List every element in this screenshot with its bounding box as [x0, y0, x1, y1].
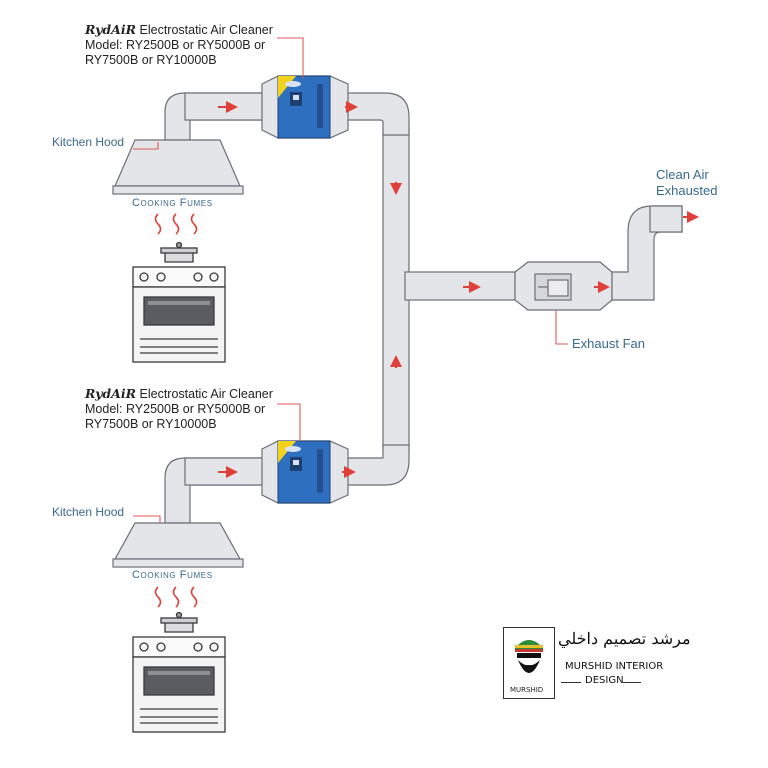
bottom-hood-label: Kitchen Hood: [52, 505, 125, 519]
exhaust-fan: [534, 273, 572, 301]
bottom-cleaner-label: RydAiR Electrostatic Air Cleaner Model: …: [85, 386, 273, 432]
flow-arrows: [218, 101, 699, 478]
top-brand-name: RydAiR: [85, 22, 137, 37]
logo-arabic-text: مرشد تصميم داخلي: [558, 629, 691, 648]
logo-english-line-2: DESIGN: [585, 675, 624, 686]
bottom-outlet-duct: [344, 444, 410, 486]
top-air-cleaner: [261, 75, 349, 139]
bottom-kitchen-hood: [112, 522, 244, 568]
top-fumes-label: Cooking Fumes: [132, 197, 213, 209]
bottom-air-cleaner: [261, 440, 349, 504]
logo-portrait-icon: [515, 640, 543, 673]
clean-air-line-2: Exhausted: [656, 183, 718, 198]
murshid-logo: MURSHID مرشد تصميم داخلي MURSHID INTERIO…: [503, 627, 691, 699]
clean-air-label: Clean Air Exhausted: [656, 167, 717, 199]
leader-lines: [133, 37, 568, 523]
top-product-line: Electrostatic Air Cleaner: [139, 23, 273, 37]
branch-duct-to-fan: [404, 271, 516, 301]
bottom-model-line-2: RY7500B or RY10000B: [85, 417, 217, 431]
top-model-line-1: Model: RY2500B or RY5000B or: [85, 38, 266, 52]
logo-portrait-box: MURSHID: [503, 627, 555, 699]
top-stove: [132, 241, 226, 363]
logo-english-line-1: MURSHID INTERIOR: [565, 661, 664, 672]
top-kitchen-hood: [112, 139, 244, 195]
top-outlet-duct: [344, 92, 410, 136]
top-fume-waves: [154, 213, 198, 235]
bottom-product-line: Electrostatic Air Cleaner: [139, 387, 273, 401]
logo-caption: MURSHID: [510, 686, 544, 694]
bottom-fume-waves: [154, 586, 198, 608]
top-cleaner-label: RydAiR Electrostatic Air Cleaner Model: …: [85, 22, 273, 68]
bottom-model-line-1: Model: RY2500B or RY5000B or: [85, 402, 266, 416]
exhaust-outlet-duct: [649, 205, 683, 233]
duct-network: [164, 92, 683, 524]
logo-rule-right: [621, 682, 641, 683]
bottom-fumes-label: Cooking Fumes: [132, 569, 213, 581]
clean-air-line-1: Clean Air: [656, 167, 709, 182]
bottom-brand-name: RydAiR: [85, 386, 137, 401]
exhaust-fan-label: Exhaust Fan: [572, 336, 645, 351]
bottom-stove: [132, 611, 226, 733]
logo-rule-left: [561, 682, 581, 683]
top-hood-label: Kitchen Hood: [52, 135, 125, 149]
top-model-line-2: RY7500B or RY10000B: [85, 53, 217, 67]
